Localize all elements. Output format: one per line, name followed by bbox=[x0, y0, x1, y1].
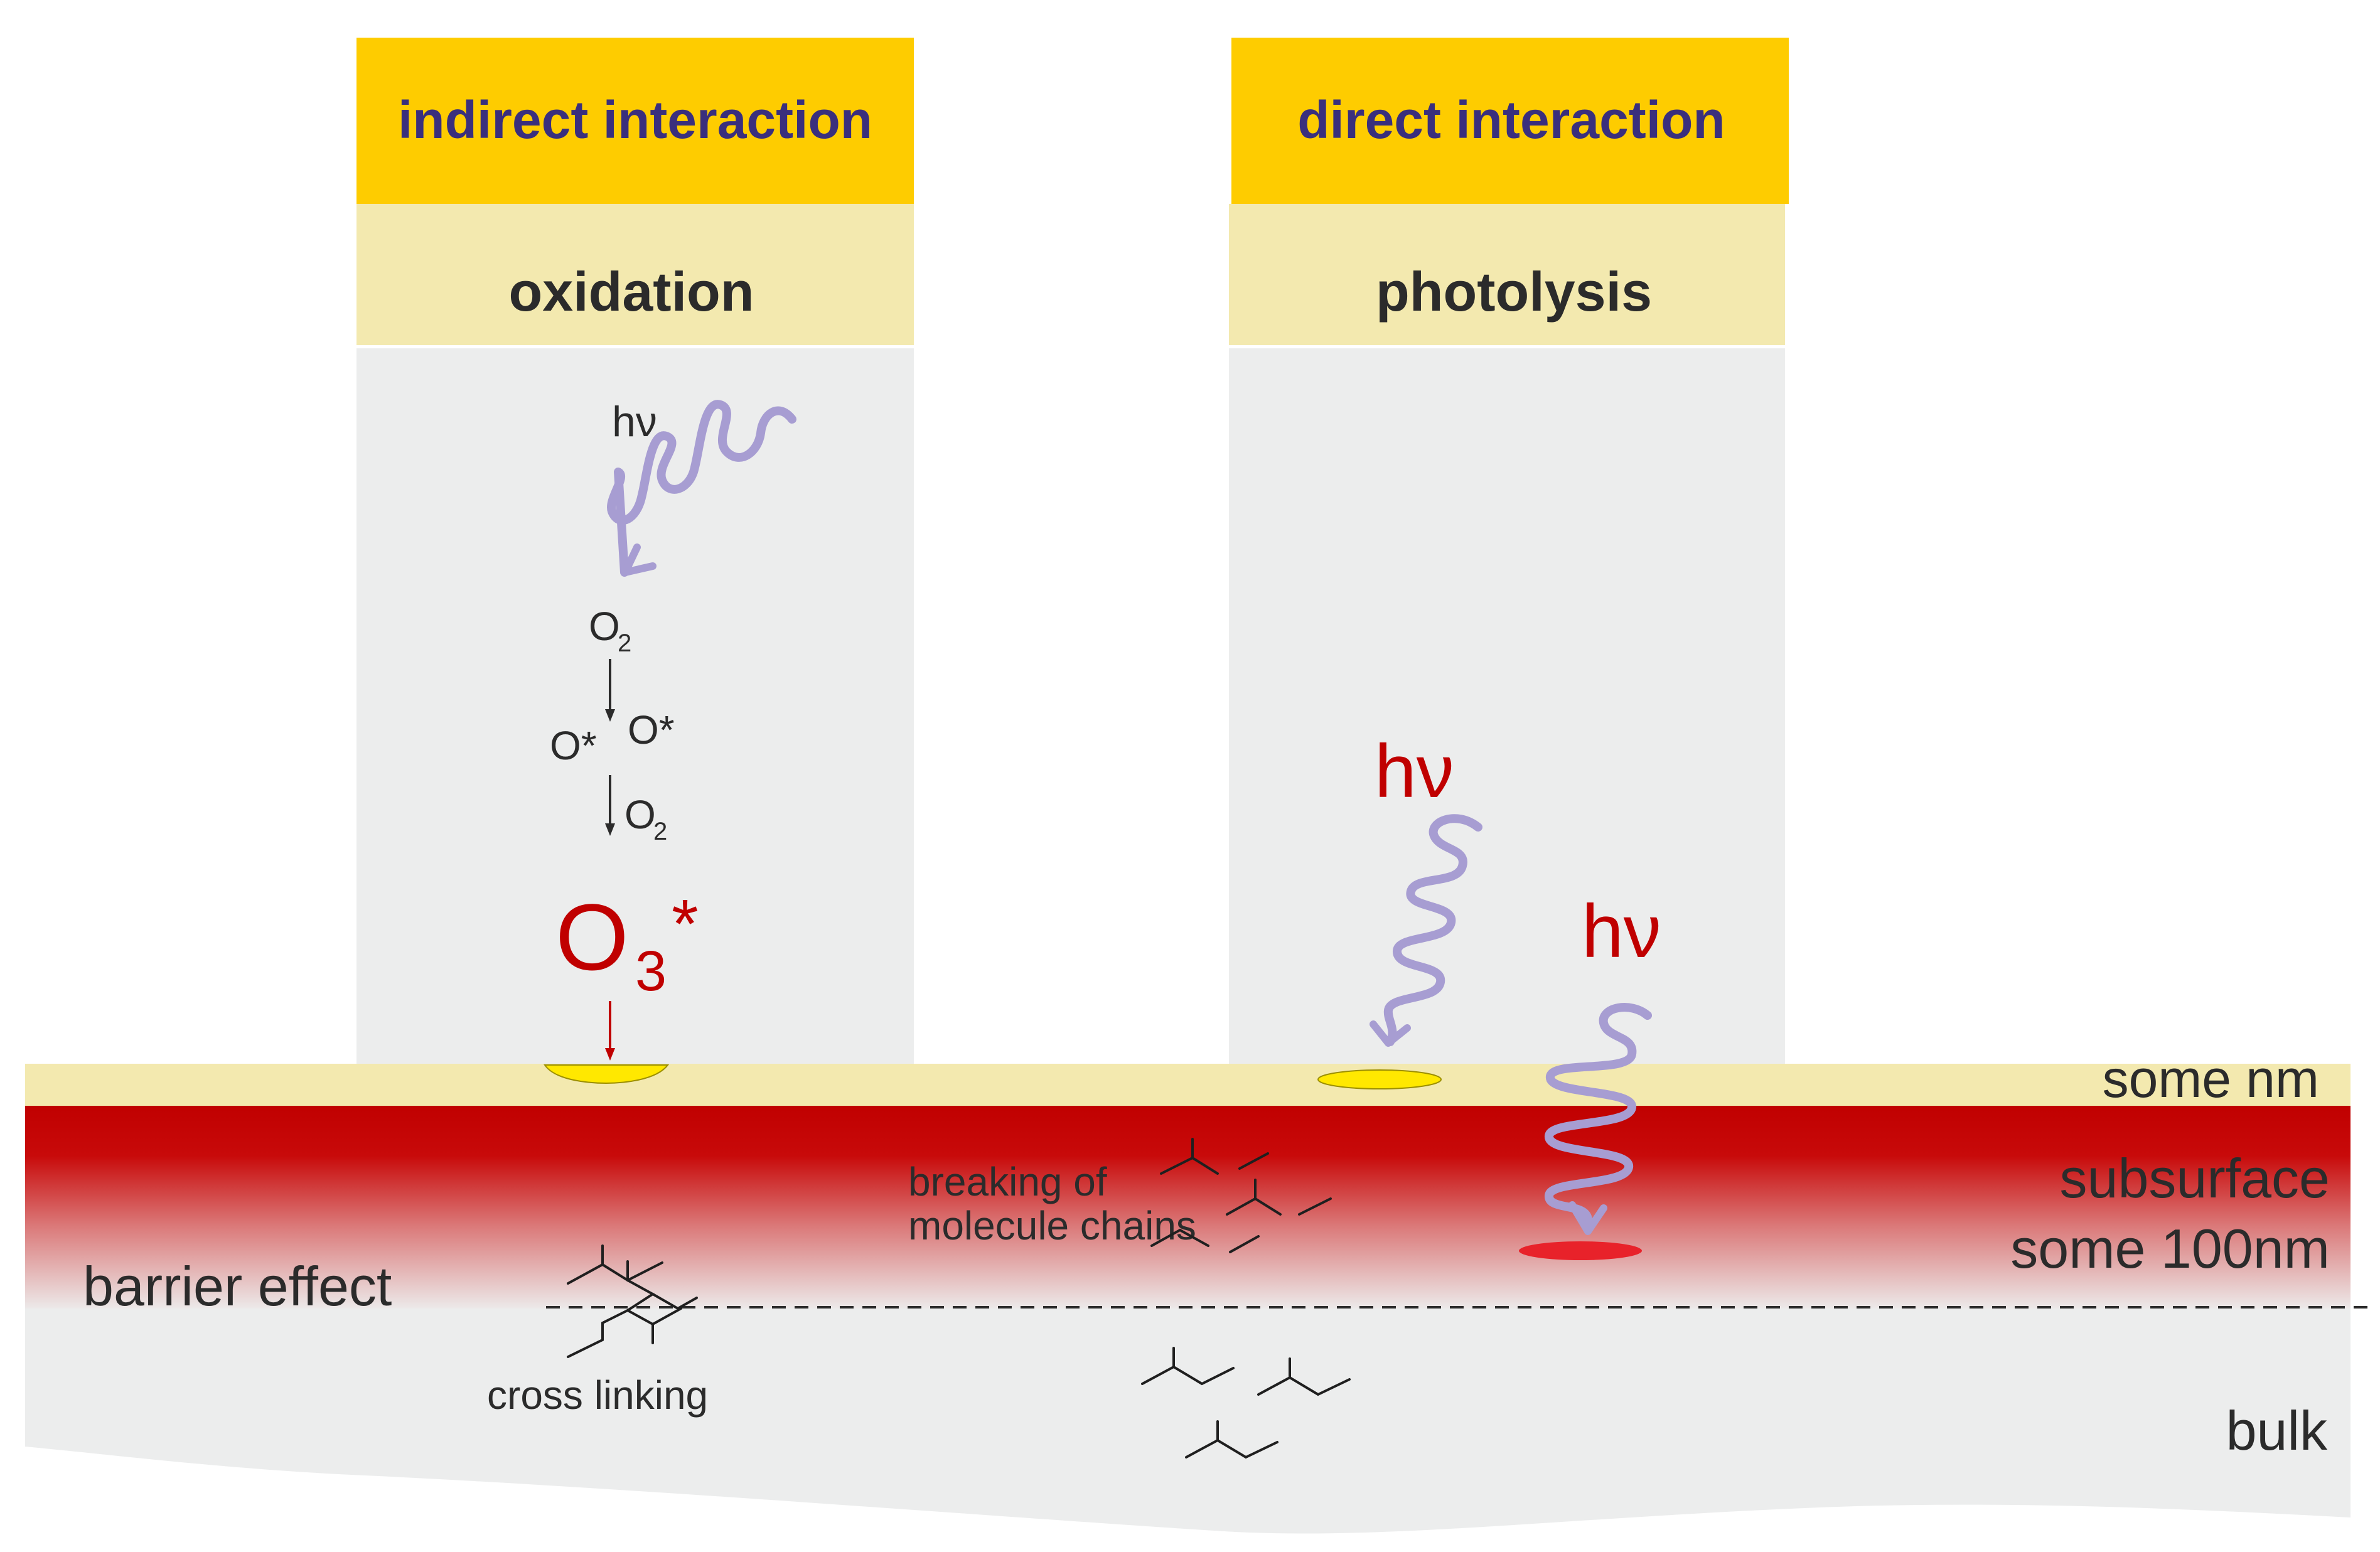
ozone-subscript: 3 bbox=[635, 940, 667, 1003]
header-direct-interaction: direct interaction bbox=[1297, 90, 1725, 149]
ozone-o: O bbox=[555, 884, 629, 990]
label-cross-linking: cross linking bbox=[487, 1373, 708, 1418]
broken-molecule-chains bbox=[1150, 1138, 1332, 1253]
o2-mid-subscript: 2 bbox=[653, 818, 667, 845]
photon-label-right-1: hν bbox=[1375, 729, 1454, 813]
arrow-ostar-to-o3 bbox=[605, 775, 615, 836]
label-breaking-2: molecule chains bbox=[908, 1203, 1196, 1248]
subheader-photolysis: photolysis bbox=[1376, 260, 1652, 323]
column-indirect: indirect interaction oxidation bbox=[356, 38, 914, 1064]
label-breaking-1: breaking of bbox=[908, 1159, 1107, 1204]
photon-wave-right-2 bbox=[1545, 1003, 1652, 1235]
photon-wave-left bbox=[607, 400, 796, 577]
column-direct-body bbox=[1229, 348, 1785, 1064]
subsurface-layer bbox=[25, 1105, 2351, 1308]
bulk-layer bbox=[25, 1305, 2351, 1534]
label-some-100nm: some 100nm bbox=[2010, 1218, 2330, 1280]
column-indirect-header-bg bbox=[356, 38, 914, 204]
photolysis-spot-surface bbox=[1317, 1069, 1442, 1089]
column-direct-header-bg bbox=[1231, 38, 1789, 204]
arrow-ozone-to-surface bbox=[605, 1001, 615, 1061]
label-bulk: bulk bbox=[2226, 1399, 2328, 1462]
header-indirect-interaction: indirect interaction bbox=[398, 90, 872, 149]
column-indirect-body bbox=[356, 348, 914, 1064]
subheader-oxidation: oxidation bbox=[508, 260, 754, 323]
bulk-molecules bbox=[1141, 1347, 1351, 1459]
photon-label-left: hν bbox=[612, 398, 657, 446]
o2-mid: O bbox=[624, 792, 656, 837]
column-direct-subheader-bg bbox=[1229, 204, 1785, 345]
cross-linked-molecules bbox=[567, 1244, 698, 1358]
column-indirect-subheader-bg bbox=[356, 204, 914, 345]
oxidation-spot bbox=[544, 1064, 670, 1084]
material-layers bbox=[25, 1064, 2369, 1534]
label-barrier-effect: barrier effect bbox=[83, 1255, 392, 1317]
o2-top: O bbox=[589, 604, 620, 649]
photolysis-spot-subsurface bbox=[1519, 1241, 1642, 1260]
ozone-star: * bbox=[672, 886, 699, 963]
label-some-nm: some nm bbox=[2103, 1049, 2319, 1108]
surface-layer bbox=[25, 1064, 2351, 1106]
o2-top-subscript: 2 bbox=[618, 629, 631, 657]
photon-wave-right-1 bbox=[1370, 814, 1482, 1047]
o-star-2: O* bbox=[628, 707, 675, 752]
column-direct: direct interaction photolysis bbox=[1229, 38, 1789, 1064]
label-subsurface: subsurface bbox=[2060, 1147, 2330, 1209]
arrow-o2-to-ostar bbox=[605, 659, 615, 722]
photon-label-right-2: hν bbox=[1582, 889, 1661, 973]
o-star-1: O* bbox=[550, 723, 597, 768]
